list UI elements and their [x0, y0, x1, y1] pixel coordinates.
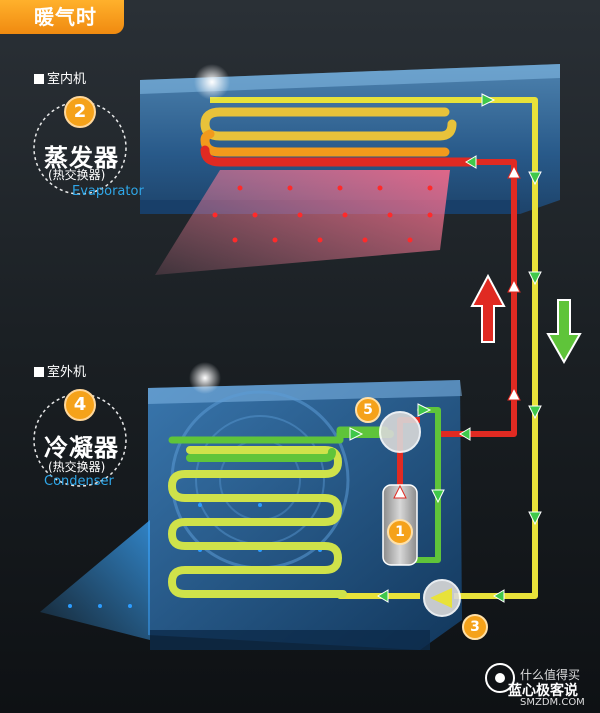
evaporator-title: 蒸发器	[44, 144, 119, 172]
big-up-arrow-icon	[470, 273, 506, 343]
flow-arrows	[349, 93, 542, 603]
watermark-cn: 什么值得买	[520, 668, 581, 682]
mode-title: 暖气时	[0, 0, 124, 34]
four-way-valve	[379, 411, 421, 453]
indoor-unit-label: 室内机	[34, 72, 86, 88]
four-way-valve-number: 5	[355, 397, 381, 423]
condenser-english: Condenser	[44, 474, 114, 489]
condenser-number: 4	[64, 389, 96, 421]
outdoor-unit-label: 室外机	[34, 365, 86, 381]
expansion-valve	[423, 579, 461, 617]
compressor-number: 1	[387, 519, 413, 545]
evaporator-coil	[200, 107, 475, 167]
condenser-coil	[168, 407, 441, 598]
warm-air-flow	[155, 170, 450, 275]
evaporator-subtitle: (热交换器)	[48, 168, 106, 182]
light-flare	[189, 362, 221, 394]
watermark-site: SMZDM.COM	[520, 697, 585, 708]
evaporator-number: 2	[64, 96, 96, 128]
evaporator-english: Evaporator	[72, 184, 144, 199]
light-flare	[194, 64, 230, 100]
condenser-subtitle: (热交换器)	[48, 460, 106, 474]
watermark-logo	[485, 663, 515, 693]
watermark-brand: 蓝心极客说	[508, 683, 578, 699]
condenser-title: 冷凝器	[44, 434, 119, 462]
big-down-arrow-icon	[546, 299, 582, 365]
square-bullet-icon	[34, 74, 44, 84]
expansion-valve-number: 3	[462, 614, 488, 640]
square-bullet-icon	[34, 367, 44, 377]
